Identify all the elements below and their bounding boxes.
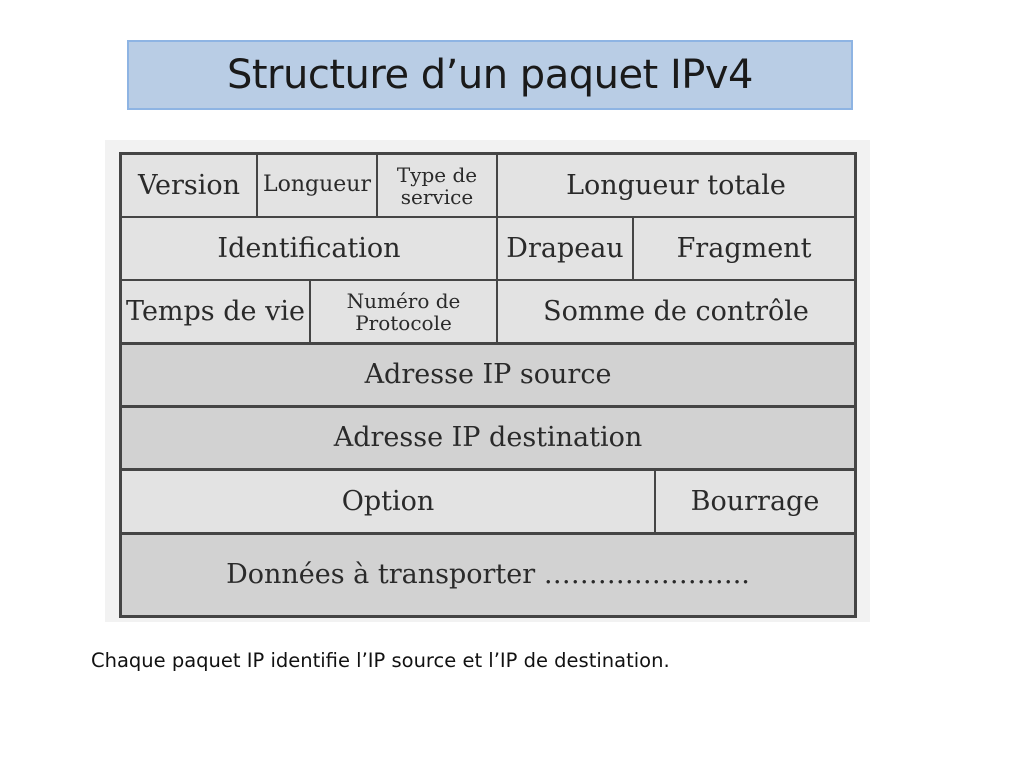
diagram-row-7: Données à transporter ………………….. <box>122 535 854 615</box>
field-adresse-ip-source: Adresse IP source <box>122 345 854 405</box>
slide-caption: Chaque paquet IP identifie l’IP source e… <box>91 649 670 672</box>
slide-title-box: Structure d’un paquet IPv4 <box>127 40 853 110</box>
field-longueur: Longueur <box>258 155 378 216</box>
field-fragment: Fragment <box>634 218 854 279</box>
field-donnees-a-transporter: Données à transporter ………………….. <box>122 535 854 615</box>
slide-title: Structure d’un paquet IPv4 <box>226 52 754 98</box>
diagram-row-4: Adresse IP source <box>122 345 854 408</box>
diagram-row-2: Identification Drapeau Fragment <box>122 218 854 281</box>
diagram-row-5: Adresse IP destination <box>122 408 854 471</box>
field-temps-de-vie: Temps de vie <box>122 281 311 342</box>
field-somme-de-controle: Somme de contrôle <box>498 281 854 342</box>
diagram-row-6: Option Bourrage <box>122 471 854 535</box>
field-version: Version <box>122 155 258 216</box>
field-identification: Identification <box>122 218 498 279</box>
field-drapeau: Drapeau <box>498 218 634 279</box>
field-adresse-ip-destination: Adresse IP destination <box>122 408 854 468</box>
diagram-row-3: Temps de vie Numéro de Protocole Somme d… <box>122 281 854 345</box>
field-type-de-service: Type de service <box>378 155 498 216</box>
diagram-row-1: Version Longueur Type de service Longueu… <box>122 155 854 218</box>
field-bourrage: Bourrage <box>656 471 854 532</box>
ipv4-header-diagram: Version Longueur Type de service Longueu… <box>119 152 857 618</box>
field-longueur-totale: Longueur totale <box>498 155 854 216</box>
field-numero-de-protocole: Numéro de Protocole <box>311 281 498 342</box>
field-option: Option <box>122 471 656 532</box>
